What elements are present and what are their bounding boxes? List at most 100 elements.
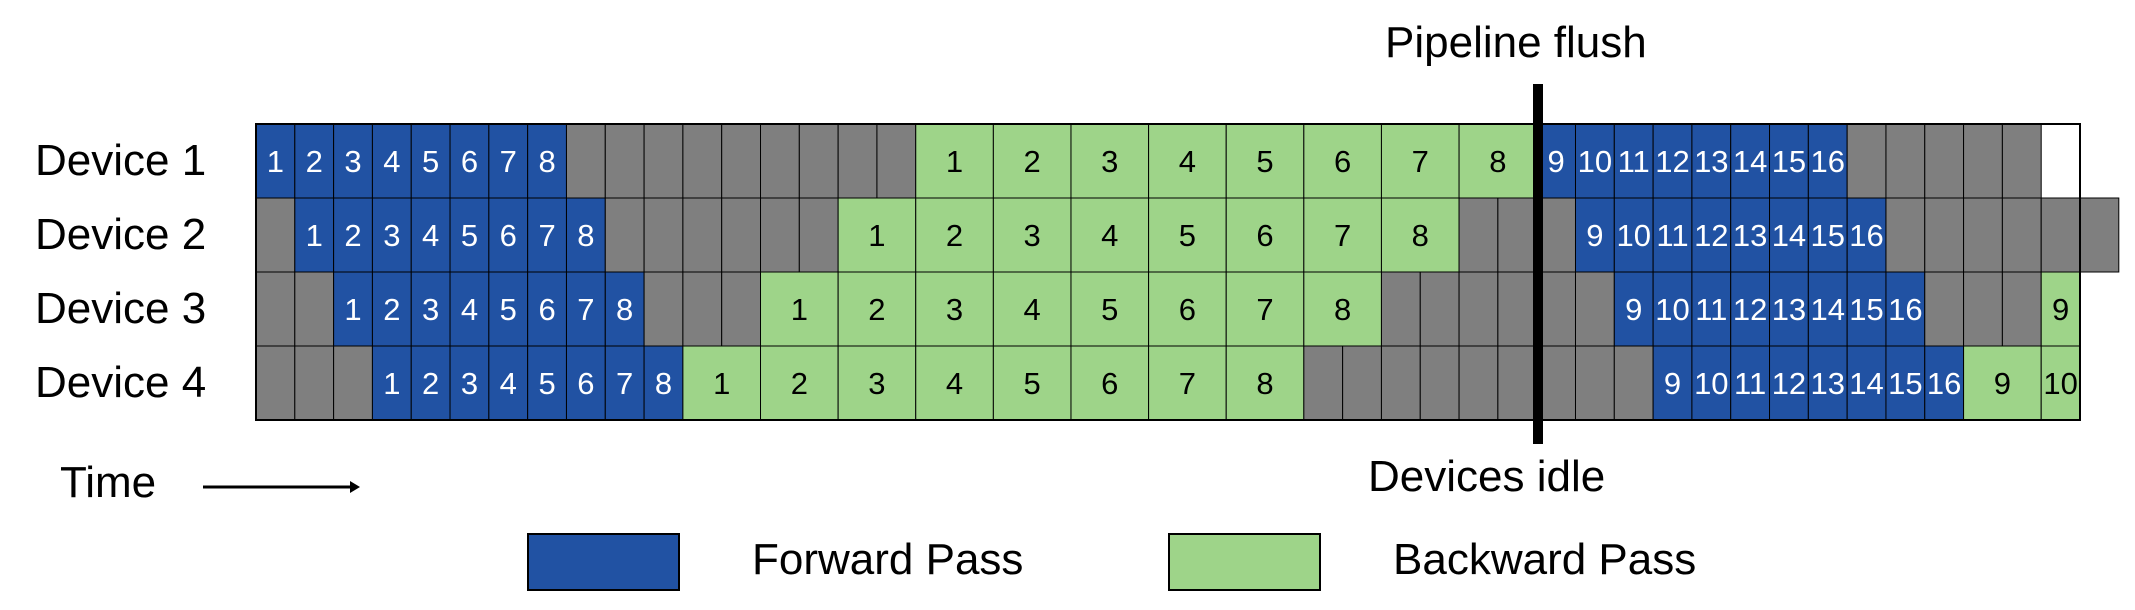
forward-pass-label: 8 — [538, 144, 555, 179]
idle-cell — [721, 197, 762, 273]
idle-cell — [1885, 197, 1926, 273]
idle-cell — [876, 123, 917, 199]
idle-cell — [1963, 271, 2003, 347]
idle-cell — [643, 271, 684, 347]
forward-pass-label: 8 — [577, 218, 594, 253]
idle-cell — [1342, 345, 1382, 421]
forward-pass-swatch — [527, 533, 680, 591]
backward-pass-label: 6 — [1101, 366, 1118, 401]
forward-pass-label: 2 — [306, 144, 323, 179]
forward-pass-block — [1807, 345, 1848, 421]
forward-pass-label: 11 — [1618, 144, 1650, 179]
pipeline-flush-label: Pipeline flush — [1385, 18, 1647, 67]
forward-pass-label: 3 — [383, 218, 400, 253]
backward-pass-label: 7 — [1256, 292, 1273, 327]
idle-cell — [1497, 197, 1538, 273]
idle-cell — [1497, 345, 1538, 421]
forward-pass-label: 10 — [1578, 144, 1612, 179]
idle-cell — [565, 123, 606, 199]
forward-pass-block — [527, 271, 567, 347]
forward-pass-label: 14 — [1733, 144, 1767, 179]
time-arrow-head — [350, 481, 360, 493]
backward-pass-block — [1458, 123, 1538, 199]
backward-pass-block — [1148, 123, 1227, 199]
backward-pass-block — [1225, 197, 1305, 273]
forward-pass-label: 13 — [1811, 366, 1845, 401]
forward-pass-block — [604, 345, 645, 421]
forward-pass-block — [410, 345, 451, 421]
forward-pass-block — [1769, 197, 1809, 273]
backward-pass-label: 6 — [1179, 292, 1196, 327]
backward-pass-label: 7 — [1179, 366, 1196, 401]
forward-pass-label: 12 — [1655, 144, 1689, 179]
forward-pass-block — [449, 197, 490, 273]
forward-pass-label: 16 — [1849, 218, 1883, 253]
idle-cell — [721, 123, 762, 199]
forward-pass-label: 2 — [383, 292, 400, 327]
time-axis-label: Time — [60, 458, 157, 507]
idle-cell — [682, 123, 723, 199]
forward-pass-label: 6 — [500, 218, 517, 253]
time-arrow — [203, 481, 360, 493]
backward-pass-label: 9 — [1994, 366, 2011, 401]
backward-pass-label: 3 — [1101, 144, 1118, 179]
idle-cell — [333, 345, 373, 421]
forward-pass-label: 6 — [577, 366, 594, 401]
forward-pass-label: 2 — [422, 366, 439, 401]
idle-cell — [1458, 197, 1499, 273]
forward-pass-block — [1769, 345, 1809, 421]
forward-pass-label: 4 — [422, 218, 439, 253]
forward-pass-block — [371, 271, 412, 347]
forward-pass-block — [371, 197, 412, 273]
forward-pass-label: 11 — [1734, 366, 1766, 401]
forward-pass-label: 11 — [1656, 218, 1688, 253]
forward-pass-block — [488, 271, 529, 347]
forward-pass-label: 6 — [538, 292, 555, 327]
idle-cell — [2040, 197, 2081, 273]
forward-pass-block — [565, 271, 606, 347]
backward-pass-label: 8 — [1256, 366, 1273, 401]
forward-pass-label: 16 — [1811, 144, 1845, 179]
backward-pass-label: 3 — [1024, 218, 1041, 253]
forward-pass-label: 7 — [500, 144, 517, 179]
forward-pass-label: 7 — [577, 292, 594, 327]
idle-cell — [1458, 271, 1499, 347]
backward-pass-label: 8 — [1334, 292, 1351, 327]
idle-cell — [798, 123, 839, 199]
idle-cell — [255, 271, 296, 347]
backward-pass-label: 10 — [2043, 366, 2077, 401]
backward-pass-label: 7 — [1334, 218, 1351, 253]
forward-pass-block — [1885, 271, 1926, 347]
forward-pass-label: 7 — [616, 366, 633, 401]
backward-pass-label: 1 — [868, 218, 885, 253]
backward-pass-label: 6 — [1334, 144, 1351, 179]
idle-cell — [760, 197, 800, 273]
forward-pass-label: 9 — [1547, 144, 1564, 179]
forward-pass-label: 15 — [1888, 366, 1922, 401]
forward-pass-block — [1613, 271, 1654, 347]
backward-pass-label: 5 — [1179, 218, 1196, 253]
backward-pass-legend-label: Backward Pass — [1393, 535, 1697, 584]
backward-pass-block — [2040, 345, 2081, 421]
forward-pass-label: 3 — [344, 144, 361, 179]
backward-pass-swatch — [1168, 533, 1321, 591]
forward-pass-block — [1885, 345, 1926, 421]
forward-pass-label: 13 — [1733, 218, 1767, 253]
backward-pass-label: 2 — [946, 218, 963, 253]
forward-pass-label: 10 — [1694, 366, 1728, 401]
forward-pass-block — [371, 345, 412, 421]
forward-pass-block — [255, 123, 296, 199]
forward-pass-label: 15 — [1772, 144, 1806, 179]
backward-pass-block — [682, 345, 762, 421]
backward-pass-label: 5 — [1256, 144, 1273, 179]
forward-pass-block — [1769, 123, 1809, 199]
forward-pass-block — [1924, 345, 1965, 421]
backward-pass-block — [915, 345, 994, 421]
forward-pass-block — [1807, 271, 1848, 347]
forward-pass-block — [294, 123, 335, 199]
forward-pass-label: 5 — [538, 366, 555, 401]
idle-cell — [255, 197, 296, 273]
forward-pass-block — [488, 345, 529, 421]
forward-pass-label: 14 — [1849, 366, 1883, 401]
forward-pass-block — [410, 197, 451, 273]
